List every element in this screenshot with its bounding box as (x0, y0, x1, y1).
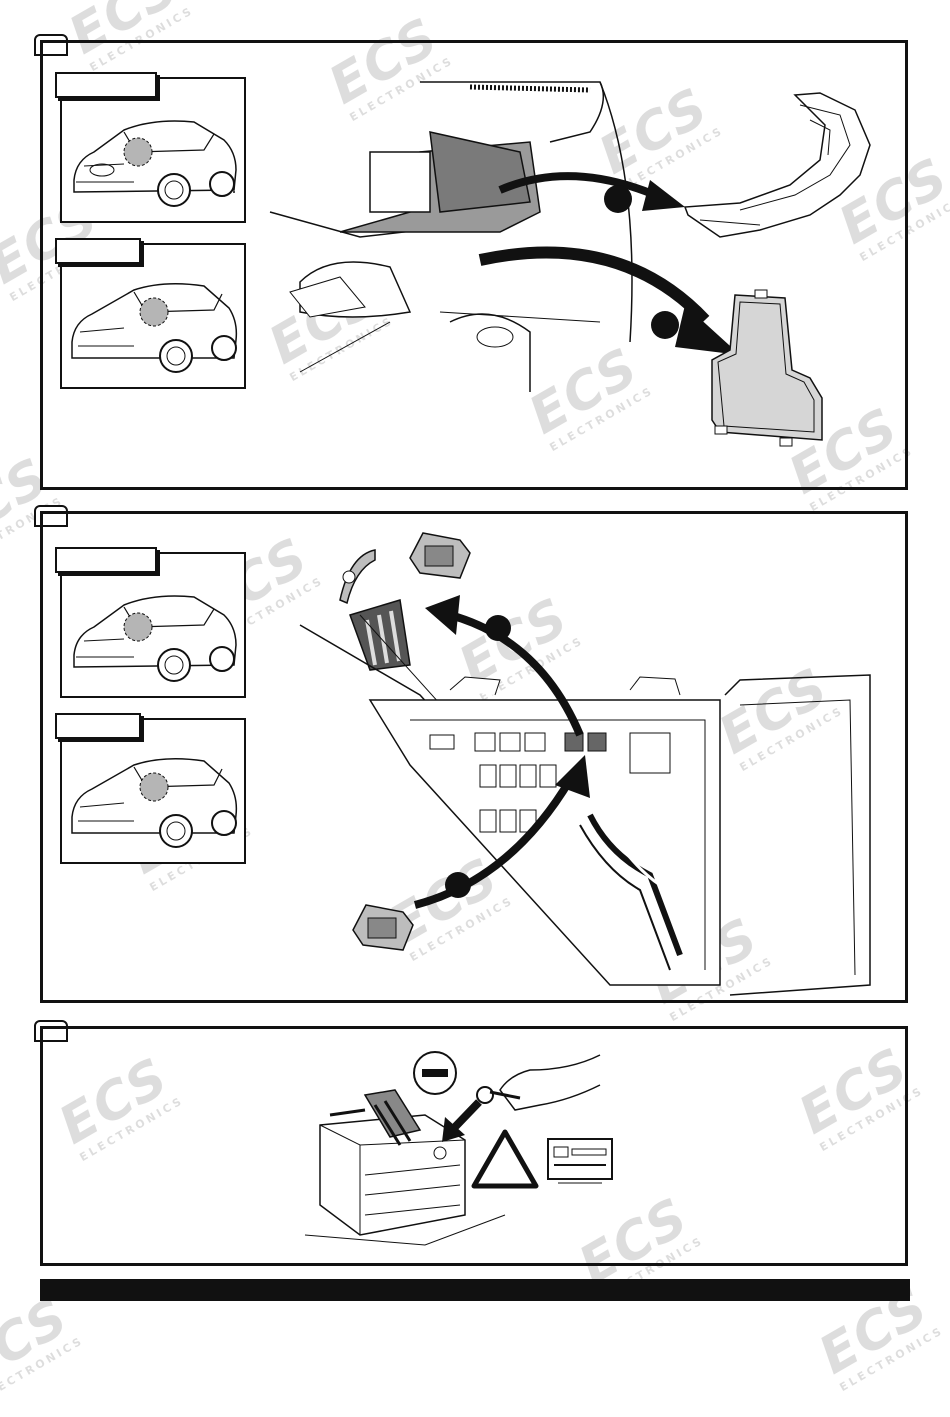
step-3-panel (40, 1026, 908, 1266)
car-front-view-icon (71, 283, 238, 373)
radio-code-card-icon (547, 1138, 613, 1184)
car-front-view-icon (71, 758, 238, 848)
fuse-box-cover-icon (711, 289, 823, 447)
curved-arrow-icon (478, 246, 740, 355)
footer-bar (40, 1279, 910, 1301)
curved-arrow-icon (413, 755, 590, 909)
warning-triangle-icon (471, 1129, 539, 1189)
fuse-box-icon (299, 614, 871, 996)
car-front-view-icon (73, 595, 237, 682)
step-1-model-label-b (55, 238, 141, 264)
curved-arrow-icon (498, 172, 685, 213)
fuse-icon (352, 904, 414, 951)
step-1-model-label-a (55, 72, 157, 98)
curved-arrow-icon (425, 595, 584, 737)
minus-terminal-icon (413, 1051, 457, 1095)
hand-with-clamp-icon (476, 1054, 601, 1111)
car-front-view-icon (73, 120, 237, 207)
step-2-model-label-a (55, 547, 157, 573)
step-2-panel (40, 511, 908, 1003)
fuse-icon (409, 532, 471, 579)
arrow-down-left-icon (442, 1099, 482, 1142)
air-duct-cover-icon (683, 92, 871, 238)
battery-icon (304, 1089, 506, 1246)
fuse-puller-icon (339, 549, 411, 671)
step-1-panel (40, 40, 908, 490)
step-2-model-label-b (55, 713, 141, 739)
